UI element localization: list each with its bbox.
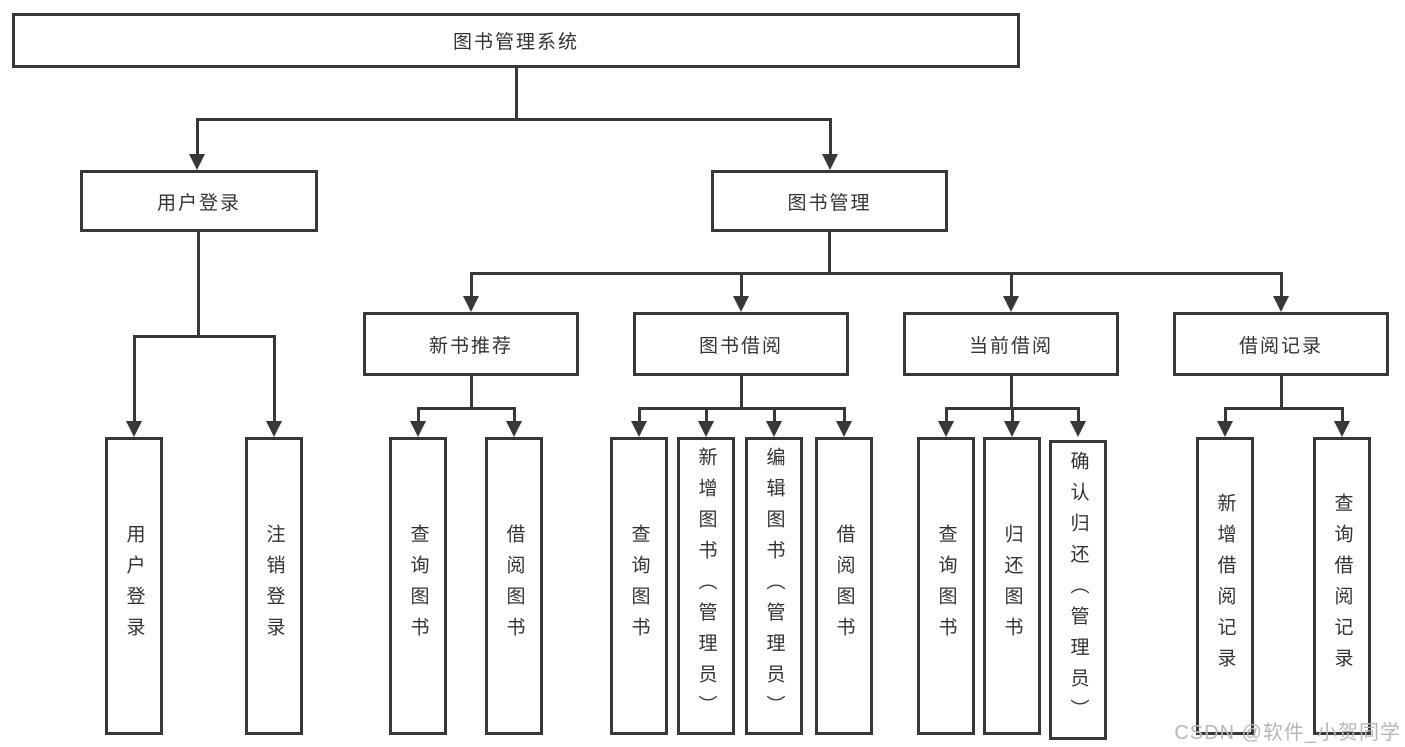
node-label: 新书推荐 [428,335,513,357]
node-library-system: 图书管理系统 [12,13,1020,68]
connector-current-borrow-stem [1010,376,1013,407]
connector-arrow-leaf-logout [273,335,276,421]
connector-borrow-records-split [1224,407,1343,410]
connector-book-borrow-split [638,407,845,410]
connector-level1-split [196,118,832,121]
leaf-label: 查询图书 [407,524,429,648]
node-label: 图书管理 [787,192,872,214]
connector-user-login-stem [197,232,200,335]
leaf-label: 新增图书（管理员） [695,446,717,726]
leaf-return-book: 归还图书 [983,437,1041,735]
connector-arrow-new-book [470,272,473,296]
connector-arrow-query-books-3 [945,407,948,421]
connector-arrow-return-book [1011,407,1014,421]
node-borrow-records: 借阅记录 [1173,312,1389,376]
connector-borrow-records-stem [1280,376,1283,407]
connector-arrow-confirm-return [1077,407,1080,421]
connector-root-stem [515,68,518,118]
leaf-borrow-books-1: 借阅图书 [485,437,543,735]
leaf-label: 查询图书 [628,524,650,648]
node-label: 借阅记录 [1238,335,1323,357]
connector-arrow-query-record [1341,407,1344,421]
leaf-edit-book-admin: 编辑图书（管理员） [745,437,803,735]
node-label: 用户登录 [156,192,241,214]
connector-arrow-query-books-2 [638,407,641,421]
node-user-login: 用户登录 [80,170,318,232]
leaf-query-books-3: 查询图书 [917,437,975,735]
connector-arrow-query-books-1 [417,407,420,421]
connector-arrow-current-borrow [1010,272,1013,296]
leaf-label: 查询图书 [935,524,957,648]
leaf-label: 注销登录 [263,524,285,648]
connector-arrow-borrow-records [1280,272,1283,296]
leaf-confirm-return-admin: 确认归还（管理员） [1049,440,1107,740]
connector-book-management-stem [828,232,831,272]
connector-new-book-stem [470,376,473,407]
leaf-query-books-2: 查询图书 [610,437,668,735]
leaf-add-borrow-record: 新增借阅记录 [1196,437,1254,735]
node-new-book-recommend: 新书推荐 [363,312,579,376]
connector-arrow-add-record [1224,407,1227,421]
leaf-label: 用户登录 [123,524,145,648]
leaf-query-books-1: 查询图书 [389,437,447,735]
connector-user-login-split [133,335,275,338]
connector-arrow-borrow-books-2 [843,407,846,421]
node-current-borrow: 当前借阅 [903,312,1119,376]
leaf-user-login: 用户登录 [105,437,163,735]
leaf-query-borrow-record: 查询借阅记录 [1313,437,1371,735]
leaf-label: 新增借阅记录 [1214,493,1236,679]
connector-arrow-add-book [705,407,708,421]
connector-arrow-leaf-user-login [133,335,136,421]
connector-arrow-book-borrow [740,272,743,296]
connector-arrow-user-login [196,118,199,154]
csdn-watermark: CSDN @软件_小贺同学 [1174,722,1401,744]
connector-new-book-split [417,407,516,410]
node-book-borrow: 图书借阅 [633,312,849,376]
leaf-add-book-admin: 新增图书（管理员） [677,437,735,735]
connector-book-borrow-stem [740,376,743,407]
leaf-label: 归还图书 [1001,524,1023,648]
connector-arrow-book-management [829,118,832,154]
leaf-label: 编辑图书（管理员） [763,446,785,726]
leaf-label: 确认归还（管理员） [1067,450,1089,730]
connector-level3-split [470,272,1282,275]
node-label: 图书管理系统 [452,32,579,53]
node-label: 当前借阅 [968,335,1053,357]
leaf-label: 借阅图书 [833,524,855,648]
connector-arrow-edit-book [773,407,776,421]
node-label: 图书借阅 [698,335,783,357]
node-book-management: 图书管理 [711,170,948,232]
leaf-label: 借阅图书 [503,524,525,648]
leaf-logout: 注销登录 [245,437,303,735]
leaf-label: 查询借阅记录 [1331,493,1353,679]
leaf-borrow-books-2: 借阅图书 [815,437,873,735]
connector-arrow-borrow-books-1 [513,407,516,421]
